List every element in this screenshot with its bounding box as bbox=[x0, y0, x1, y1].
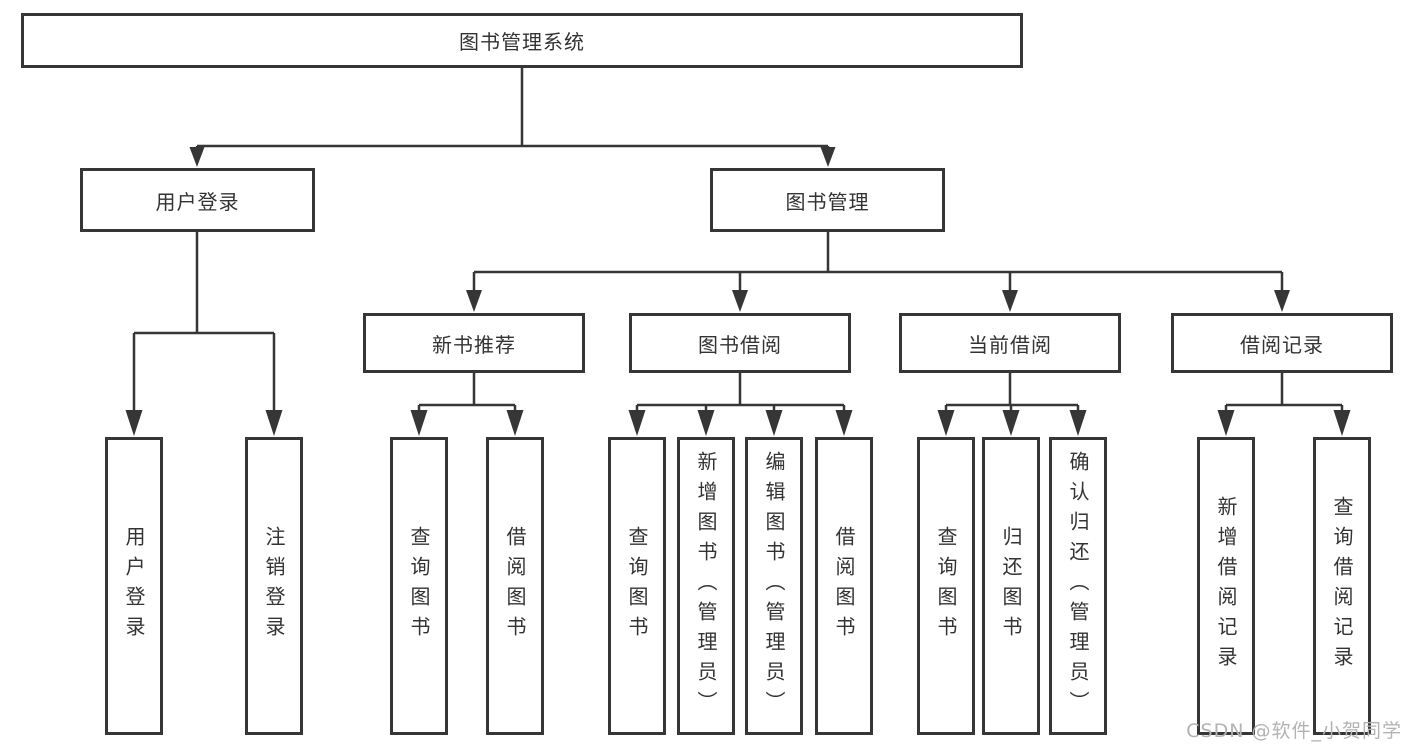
leaf-recommend-borrow-book: 借阅图书 bbox=[486, 437, 544, 735]
node-root: 图书管理系统 bbox=[21, 13, 1023, 68]
node-book-management-branch-label: 图书管理 bbox=[785, 189, 870, 214]
leaf-confirm-return-admin-label: 确认归还（管理员） bbox=[1066, 451, 1090, 721]
arrowhead-icons bbox=[125, 147, 1351, 436]
node-current-borrow-label: 当前借阅 bbox=[968, 332, 1052, 357]
node-new-book-recommend-label: 新书推荐 bbox=[432, 332, 516, 357]
leaf-user-login: 用户登录 bbox=[105, 437, 163, 735]
leaf-borrow-query-book-label: 查询图书 bbox=[625, 526, 649, 646]
node-book-borrow-label: 图书借阅 bbox=[698, 332, 782, 357]
connector-paths bbox=[132, 68, 1344, 414]
leaf-recommend-borrow-book-label: 借阅图书 bbox=[503, 526, 527, 646]
leaf-add-borrow-record: 新增借阅记录 bbox=[1197, 437, 1255, 735]
leaf-query-borrow-record-label: 查询借阅记录 bbox=[1330, 496, 1354, 676]
leaf-user-login-label: 用户登录 bbox=[122, 526, 146, 646]
leaf-edit-book-admin-label: 编辑图书（管理员） bbox=[762, 451, 786, 721]
leaf-query-borrow-record: 查询借阅记录 bbox=[1313, 437, 1371, 735]
leaf-add-book-admin-label: 新增图书（管理员） bbox=[694, 451, 718, 721]
leaf-add-book-admin: 新增图书（管理员） bbox=[677, 437, 735, 735]
node-borrow-record: 借阅记录 bbox=[1171, 313, 1393, 373]
node-borrow-record-label: 借阅记录 bbox=[1240, 332, 1324, 357]
leaf-confirm-return-admin: 确认归还（管理员） bbox=[1049, 437, 1107, 735]
node-user-login-branch: 用户登录 bbox=[80, 168, 315, 232]
leaf-logout-label: 注销登录 bbox=[262, 526, 286, 646]
node-root-label: 图书管理系统 bbox=[459, 30, 585, 54]
leaf-recommend-query-book-label: 查询图书 bbox=[407, 526, 431, 646]
leaf-borrow-query-book: 查询图书 bbox=[608, 437, 666, 735]
leaf-current-query-book: 查询图书 bbox=[917, 437, 975, 735]
leaf-return-book: 归还图书 bbox=[982, 437, 1040, 735]
leaf-borrow-book: 借阅图书 bbox=[815, 437, 873, 735]
leaf-return-book-label: 归还图书 bbox=[999, 526, 1023, 646]
leaf-logout: 注销登录 bbox=[245, 437, 303, 735]
watermark: CSDN @软件_小贺同学 bbox=[1186, 720, 1402, 742]
node-new-book-recommend: 新书推荐 bbox=[363, 313, 585, 373]
node-book-management-branch: 图书管理 bbox=[710, 168, 945, 232]
leaf-borrow-book-label: 借阅图书 bbox=[832, 526, 856, 646]
leaf-add-borrow-record-label: 新增借阅记录 bbox=[1214, 496, 1238, 676]
node-book-borrow: 图书借阅 bbox=[629, 313, 851, 373]
node-current-borrow: 当前借阅 bbox=[899, 313, 1121, 373]
node-user-login-branch-label: 用户登录 bbox=[155, 189, 240, 214]
leaf-current-query-book-label: 查询图书 bbox=[934, 526, 958, 646]
leaf-edit-book-admin: 编辑图书（管理员） bbox=[745, 437, 803, 735]
leaf-recommend-query-book: 查询图书 bbox=[390, 437, 448, 735]
